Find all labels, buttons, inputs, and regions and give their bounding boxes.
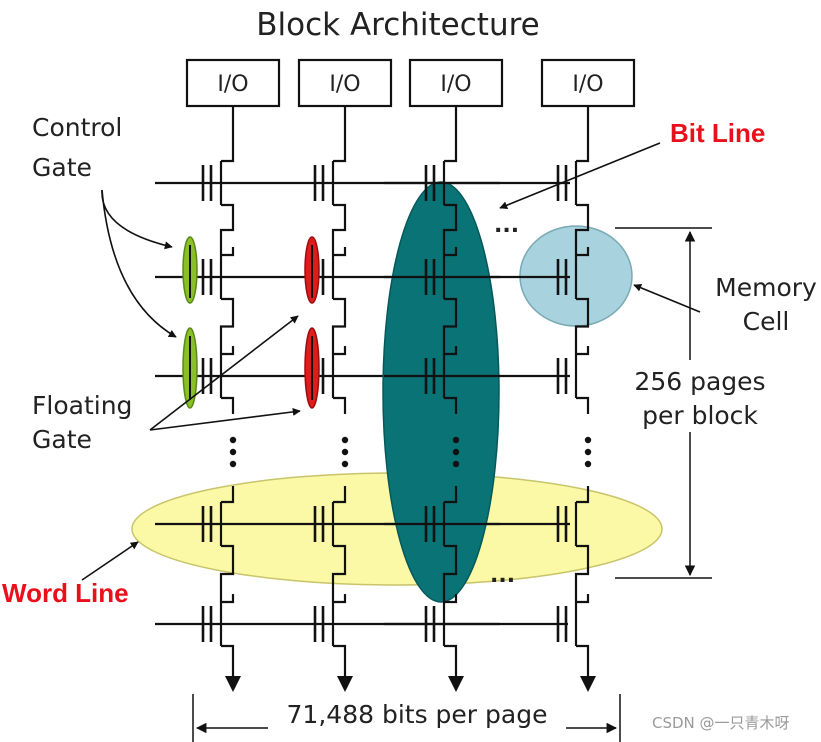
memory-cell-label-line2: Cell bbox=[743, 307, 790, 336]
word-line-label: Word Line bbox=[2, 578, 129, 608]
io-label: I/O bbox=[572, 72, 603, 97]
bit-line-string: I/O bbox=[384, 58, 504, 692]
io-box bbox=[540, 58, 636, 108]
io-label: I/O bbox=[329, 72, 360, 97]
continuation-dot bbox=[341, 448, 349, 456]
dimension-lines bbox=[192, 227, 712, 742]
ground-arrow bbox=[448, 676, 464, 692]
ground-arrow bbox=[580, 676, 596, 692]
continuation-dot bbox=[229, 436, 237, 444]
nand-array: I/O I/O I/O bbox=[155, 58, 636, 692]
watermark: CSDN @一只青木呀 bbox=[652, 714, 790, 732]
control-gate-markers bbox=[182, 236, 198, 409]
io-box bbox=[408, 58, 504, 108]
continuation-dot bbox=[341, 436, 349, 444]
io-box bbox=[297, 58, 393, 108]
control-gate-label-line1: Control bbox=[32, 113, 122, 142]
ellipsis-top: ... bbox=[494, 213, 519, 238]
memory-cell-arrow bbox=[633, 284, 701, 313]
continuation-dot bbox=[584, 460, 592, 468]
continuation-dot bbox=[452, 448, 460, 456]
continuation-dot bbox=[341, 460, 349, 468]
bit-line-arrow bbox=[499, 142, 661, 209]
continuation-dot bbox=[452, 436, 460, 444]
bit-line-highlight bbox=[382, 181, 500, 603]
continuation-dot bbox=[229, 448, 237, 456]
floating-gate-markers bbox=[304, 236, 320, 409]
bit-line-label: Bit Line bbox=[670, 118, 765, 148]
pages-per-block-label-line1: 256 pages bbox=[634, 367, 765, 396]
ground-arrow bbox=[225, 676, 241, 692]
floating-gate-arrow bbox=[149, 407, 301, 431]
ground-arrow bbox=[337, 676, 353, 692]
bits-per-page-label: 71,488 bits per page bbox=[287, 700, 548, 729]
continuation-dot bbox=[584, 448, 592, 456]
ellipsis-bottom: ... bbox=[490, 563, 515, 588]
callout-arrows bbox=[81, 142, 701, 581]
continuation-dot bbox=[584, 436, 592, 444]
io-label: I/O bbox=[440, 72, 471, 97]
memory-cell-label-line1: Memory bbox=[715, 273, 817, 302]
floating-gate-label-line2: Gate bbox=[32, 425, 92, 454]
bit-line-string: I/O bbox=[540, 58, 636, 692]
control-gate-arrow bbox=[101, 189, 173, 250]
floating-gate-label-line1: Floating bbox=[32, 391, 132, 420]
bit-line-string: I/O bbox=[185, 58, 281, 692]
control-gate-label-line2: Gate bbox=[32, 153, 92, 182]
floating-gate-arrow bbox=[149, 315, 299, 431]
continuation-dot bbox=[452, 460, 460, 468]
control-gate-arrow bbox=[101, 189, 177, 338]
io-label: I/O bbox=[217, 72, 248, 97]
continuation-dot bbox=[229, 460, 237, 468]
pages-per-block-label-line2: per block bbox=[642, 401, 758, 430]
diagram-title: Block Architecture bbox=[256, 7, 539, 43]
io-box bbox=[185, 58, 281, 108]
word-line-arrow bbox=[81, 541, 139, 581]
